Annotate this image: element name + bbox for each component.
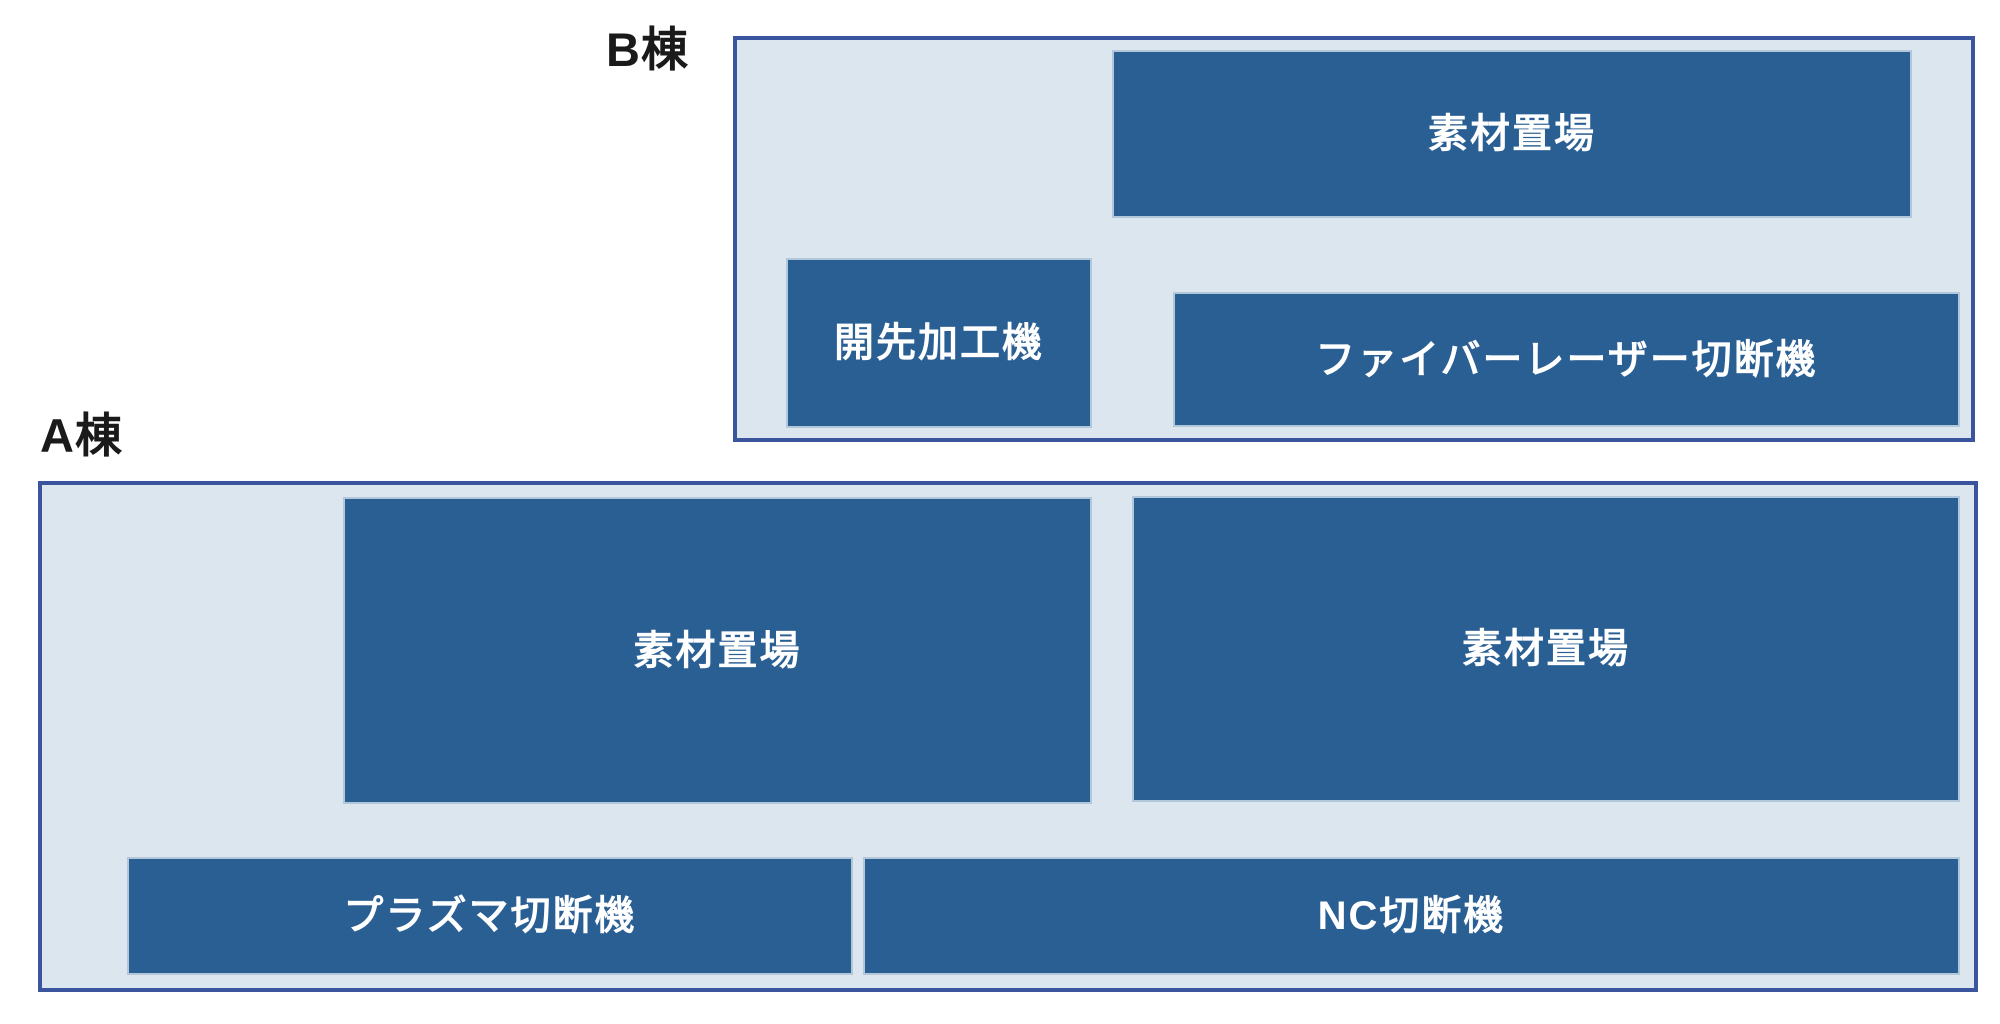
area-fiber-laser-cutter: ファイバーレーザー切断機: [1173, 292, 1960, 427]
area-beveling-machine-label: 開先加工機: [834, 321, 1044, 365]
area-plasma-cutter-label: プラズマ切断機: [343, 894, 637, 938]
area-material-storage-b: 素材置場: [1112, 50, 1912, 218]
building-a: 素材置場 素材置場 プラズマ切断機 NC切断機: [38, 481, 1978, 992]
building-a-label: A棟: [40, 409, 123, 462]
area-material-storage-a-right-label: 素材置場: [1462, 627, 1630, 671]
building-b: 素材置場 開先加工機 ファイバーレーザー切断機: [733, 36, 1975, 442]
building-b-label: B棟: [606, 23, 689, 76]
area-material-storage-a-left-label: 素材置場: [633, 628, 802, 673]
area-material-storage-b-label: 素材置場: [1428, 112, 1596, 156]
area-nc-cutter: NC切断機: [863, 857, 1960, 975]
area-nc-cutter-label: NC切断機: [1317, 894, 1506, 938]
area-fiber-laser-cutter-label: ファイバーレーザー切断機: [1315, 337, 1818, 382]
area-beveling-machine: 開先加工機: [786, 258, 1092, 428]
area-plasma-cutter: プラズマ切断機: [127, 857, 853, 975]
area-material-storage-a-left: 素材置場: [343, 497, 1092, 804]
area-material-storage-a-right: 素材置場: [1132, 496, 1960, 802]
